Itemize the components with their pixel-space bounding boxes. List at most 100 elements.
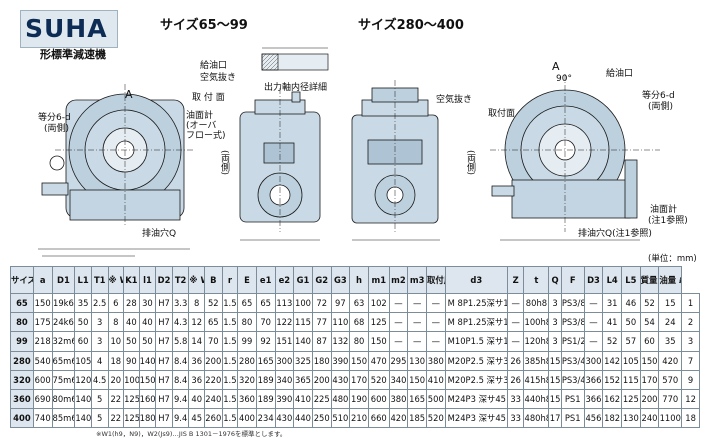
table-cell: 15 bbox=[548, 350, 562, 371]
note1-ref-label: (注1参照) bbox=[648, 216, 688, 226]
table-cell: H7 bbox=[155, 350, 173, 371]
table-cell: 102 bbox=[367, 292, 390, 314]
oil-gauge-label-3: フロー式) bbox=[186, 131, 226, 141]
table-cell: 420 bbox=[658, 350, 683, 371]
table-cell: 19k6 bbox=[51, 292, 76, 314]
table-cell: 8.4 bbox=[171, 369, 190, 390]
table-cell: 72 bbox=[311, 292, 332, 314]
table-cell: 140 bbox=[138, 350, 157, 371]
table-cell: 2.5 bbox=[90, 292, 109, 314]
table-cell: 120h8 bbox=[523, 331, 550, 352]
angle-label: 90° bbox=[556, 74, 572, 84]
table-cell: 366 bbox=[583, 388, 604, 410]
table-cell: 4.5 bbox=[90, 369, 109, 390]
table-cell: 130 bbox=[620, 408, 641, 429]
table-cell: M 8P1.25深サ15 bbox=[444, 292, 508, 314]
table-cell: 410 bbox=[425, 369, 446, 390]
table-cell: 570 bbox=[658, 369, 683, 390]
table-cell: 28 bbox=[123, 292, 140, 314]
footnote: ※W1(h9，N9)，W2(Js9)…JIS B 1301－1976を標準としま… bbox=[96, 430, 287, 438]
size-cell: 360 bbox=[10, 388, 34, 410]
table-cell: 366 bbox=[583, 369, 604, 390]
both-sides-label-left: (両側) bbox=[44, 124, 70, 134]
table-header-cell: B bbox=[203, 266, 223, 294]
table-cell: 170 bbox=[349, 369, 369, 390]
table-header-cell: D2 bbox=[155, 266, 173, 294]
table-cell: 130 bbox=[407, 350, 427, 371]
table-cell: H7 bbox=[155, 331, 173, 352]
table-cell: — bbox=[388, 292, 409, 314]
table-cell: — bbox=[407, 292, 427, 314]
table-cell: 770 bbox=[658, 388, 683, 410]
oil-gauge-label-1: 油面計 bbox=[186, 111, 214, 121]
table-cell: 740 bbox=[32, 408, 53, 429]
table-cell: 182 bbox=[602, 408, 622, 429]
table-cell: 190 bbox=[349, 388, 369, 410]
spec-table-head: サイズ EaD1L1T1※ W1K1l1D2T2※ W2BrEe1e2G1G2G… bbox=[10, 266, 700, 294]
side-view-large bbox=[351, 80, 440, 241]
table-cell: 151 bbox=[274, 331, 295, 352]
table-cell: 380 bbox=[388, 388, 409, 410]
table-cell: 1 bbox=[681, 292, 700, 314]
table-cell: 87 bbox=[311, 331, 332, 352]
table-cell: 410 bbox=[293, 388, 313, 410]
table-cell: 150 bbox=[138, 369, 157, 390]
both-sides-label-right: (両側) bbox=[648, 102, 674, 112]
table-cell: 75m6 bbox=[51, 369, 76, 390]
table-cell: 3 bbox=[681, 331, 700, 352]
table-header-cell: L5 bbox=[620, 266, 641, 294]
table-cell: 140 bbox=[293, 331, 313, 352]
table-header-cell: t bbox=[523, 266, 550, 294]
table-cell: — bbox=[506, 331, 525, 352]
table-cell: 210 bbox=[349, 408, 369, 429]
table-cell: 15 bbox=[658, 292, 683, 314]
table-cell: PS1 bbox=[560, 408, 585, 429]
table-header-cell: D1 bbox=[51, 266, 76, 294]
table-cell: 63 bbox=[349, 292, 369, 314]
table-cell: 115 bbox=[293, 312, 313, 333]
technical-drawings bbox=[38, 47, 660, 257]
table-cell: 40 bbox=[188, 388, 205, 410]
table-cell: 225 bbox=[311, 388, 332, 410]
oil-inlet-label-right: 給油口 bbox=[606, 69, 634, 79]
table-cell: H7 bbox=[155, 292, 173, 314]
table-cell: 200 bbox=[203, 350, 223, 371]
table-header-cell: G1 bbox=[293, 266, 313, 294]
table-cell: 12 bbox=[188, 312, 205, 333]
table-cell: 15 bbox=[548, 369, 562, 390]
table-cell: 36 bbox=[188, 350, 205, 371]
table-header-cell: m3 bbox=[407, 266, 427, 294]
table-cell: — bbox=[583, 292, 604, 314]
size-range-small: サイズ65～99 bbox=[160, 18, 248, 33]
table-cell: H7 bbox=[155, 388, 173, 410]
model-subtitle: 形標準減速機 bbox=[40, 48, 106, 61]
table-cell: 52 bbox=[602, 331, 622, 352]
table-cell: 24k6 bbox=[51, 312, 76, 333]
table-cell: 1.5 bbox=[221, 292, 239, 314]
table-cell: PS3/4 bbox=[560, 369, 585, 390]
table-header-cell: Z bbox=[506, 266, 525, 294]
table-cell: H7 bbox=[155, 408, 173, 429]
table-header-cell: G3 bbox=[330, 266, 351, 294]
table-cell: 35 bbox=[658, 331, 683, 352]
spec-table: サイズ EaD1L1T1※ W1K1l1D2T2※ W2BrEe1e2G1G2G… bbox=[10, 266, 700, 429]
table-cell: M 8P1.25深サ15 bbox=[444, 312, 508, 333]
table-cell: 420 bbox=[388, 408, 409, 429]
table-cell: 68 bbox=[349, 312, 369, 333]
table-header-cell: サイズ E bbox=[10, 266, 34, 294]
table-cell: — bbox=[388, 331, 409, 352]
table-header-cell: e2 bbox=[274, 266, 295, 294]
table-cell: 57 bbox=[620, 331, 641, 352]
table-cell: 9.4 bbox=[171, 408, 190, 429]
table-header-cell: D3 bbox=[583, 266, 604, 294]
table-header-cell: l1 bbox=[138, 266, 157, 294]
table-header-cell: a bbox=[32, 266, 53, 294]
table-cell: PS3/4 bbox=[560, 350, 585, 371]
size-range-large: サイズ280～400 bbox=[358, 18, 464, 33]
table-header-cell: 取付用ネジ穴 d2 bbox=[425, 266, 446, 294]
